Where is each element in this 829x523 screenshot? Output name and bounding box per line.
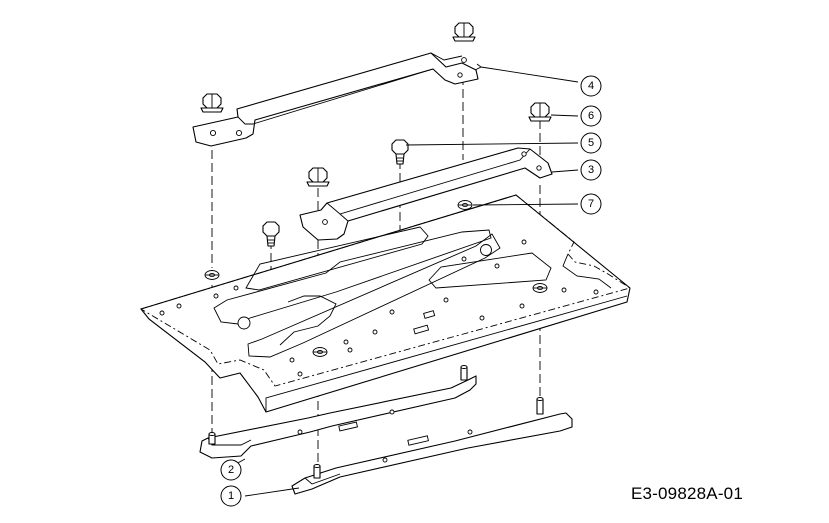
lower-rail-rear	[199, 365, 477, 459]
svg-text:1: 1	[228, 490, 234, 502]
callout-3: 3	[580, 159, 602, 181]
drawing-code: E3-09828A-01	[630, 484, 743, 503]
svg-text:6: 6	[588, 110, 594, 122]
callout-1: 1	[220, 485, 242, 507]
svg-text:5: 5	[588, 137, 594, 149]
flange-nut-icon	[200, 93, 224, 113]
flange-nut-icon	[452, 22, 476, 42]
hex-bolt-icon	[262, 221, 280, 247]
flange-nut-icon	[528, 102, 552, 122]
callout-5: 5	[580, 132, 602, 154]
flange-nut-icon	[306, 167, 330, 187]
callout-7: 7	[580, 193, 602, 215]
svg-text:2: 2	[228, 464, 234, 476]
upper-bracket	[192, 52, 479, 147]
push-nut-icon	[532, 283, 548, 293]
middle-bracket	[299, 147, 553, 241]
callout-6: 6	[580, 105, 602, 127]
base-plate	[139, 194, 632, 413]
push-nut-icon	[457, 200, 473, 210]
svg-text:3: 3	[588, 164, 594, 176]
hex-bolt-icon	[391, 139, 409, 165]
svg-text:7: 7	[588, 198, 594, 210]
callout-4: 4	[580, 75, 602, 97]
push-nut-icon	[204, 270, 220, 280]
push-nut-icon	[312, 347, 328, 357]
svg-text:4: 4	[588, 80, 594, 92]
callout-2: 2	[220, 459, 242, 481]
lower-rail-front	[291, 397, 573, 495]
